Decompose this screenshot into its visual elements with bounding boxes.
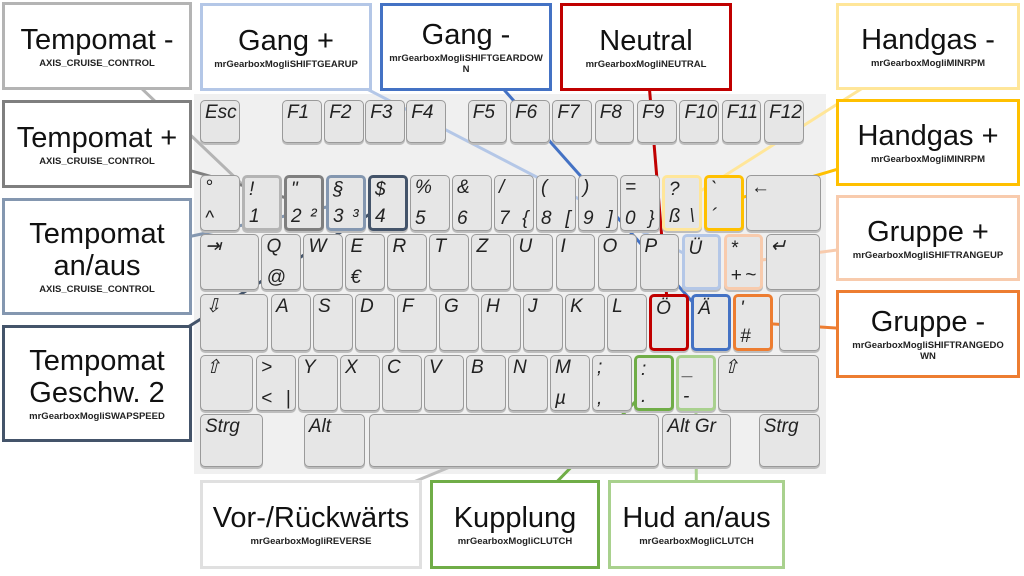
callout-tempomat-minus: Tempomat -AXIS_CRUISE_CONTROL: [2, 2, 192, 90]
callout-title: Kupplung: [453, 502, 577, 534]
callout-binding: mrGearboxMogliSWAPSPEED: [29, 411, 165, 422]
callout-binding: mrGearboxMogliCLUTCH: [457, 536, 573, 547]
callout-tempomat-plus: Tempomat +AXIS_CRUISE_CONTROL: [2, 100, 192, 188]
callout-title: Gang -: [421, 19, 511, 51]
callout-binding: mrGearboxMogliSHIFTGEARUP: [214, 58, 358, 70]
callout-title: Hud an/aus: [622, 502, 771, 534]
callout-binding: mrGearboxMogliSHIFTRANGEDOWN: [852, 340, 1004, 362]
callout-title: Neutral: [599, 24, 693, 57]
callout-kupplung: Kupplung mrGearboxMogliCLUTCH: [430, 480, 600, 569]
callout-title: Tempomat +: [16, 121, 178, 154]
callout-title: Tempomat Geschw. 2: [29, 345, 165, 409]
callout-title: Tempomat -: [20, 23, 174, 56]
callout-gang-minus: Gang -mrGearboxMogliSHIFTGEARDOWN: [380, 3, 552, 91]
callout-binding: AXIS_CRUISE_CONTROL: [39, 155, 155, 167]
callout-binding: AXIS_CRUISE_CONTROL: [39, 284, 155, 295]
callout-binding: mrGearboxMogliREVERSE: [250, 536, 372, 547]
callout-title: Tempomat an/aus: [29, 218, 165, 282]
callout-title: Vor-/Rückwärts: [212, 502, 410, 534]
callout-reverse: Vor-/Rückwärts mrGearboxMogliREVERSE: [200, 480, 422, 569]
callout-binding: AXIS_CRUISE_CONTROL: [39, 57, 155, 69]
callout-binding: mrGearboxMogliSHIFTRANGEUP: [852, 249, 1004, 261]
callout-binding: mrGearboxMogliMINRPM: [870, 58, 985, 69]
callout-tempomat-speed2: Tempomat Geschw. 2 mrGearboxMogliSWAPSPEE…: [2, 325, 192, 442]
callout-title: Handgas +: [857, 120, 999, 152]
callout-handgas-plus: Handgas + mrGearboxMogliMINRPM: [836, 99, 1020, 186]
callout-title: Gruppe +: [867, 215, 989, 248]
callout-binding: mrGearboxMogliMINRPM: [870, 154, 985, 165]
callout-binding: mrGearboxMogliSHIFTGEARDOWN: [389, 53, 543, 75]
callout-binding: mrGearboxMogliNEUTRAL: [585, 58, 707, 70]
callout-binding: mrGearboxMogliCLUTCH: [639, 536, 754, 547]
callout-hud: Hud an/aus mrGearboxMogliCLUTCH: [608, 480, 785, 569]
callout-title: Gang +: [238, 24, 334, 57]
callout-title: Handgas -: [861, 24, 995, 56]
callout-gruppe-plus: Gruppe +mrGearboxMogliSHIFTRANGEUP: [836, 195, 1020, 281]
callout-title: Gruppe -: [870, 306, 986, 338]
callout-gang-plus: Gang +mrGearboxMogliSHIFTGEARUP: [200, 3, 372, 91]
callout-gruppe-minus: Gruppe -mrGearboxMogliSHIFTRANGEDOWN: [836, 290, 1020, 378]
callout-handgas-minus: Handgas - mrGearboxMogliMINRPM: [836, 3, 1020, 90]
